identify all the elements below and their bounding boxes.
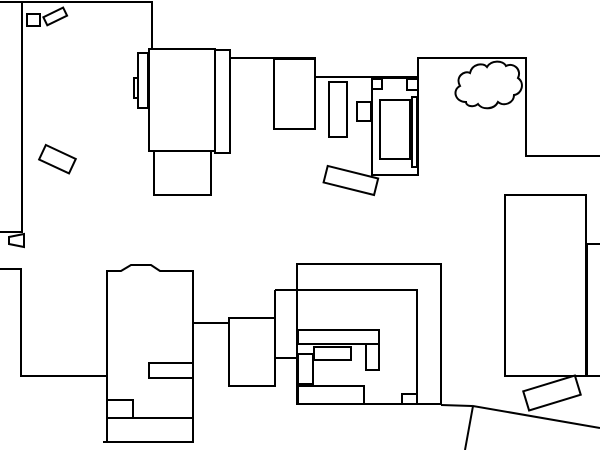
small-slanted-marker	[43, 8, 67, 26]
inner-room-top	[298, 330, 379, 344]
courtyard-inner-room	[380, 100, 410, 159]
northeast-block-outline	[418, 58, 600, 175]
main-hall	[149, 49, 215, 151]
inner-room-left	[298, 354, 313, 384]
storage-room	[274, 59, 315, 129]
north-wall-line	[230, 58, 418, 77]
east-buildings	[441, 195, 600, 450]
parked-vehicle-east	[523, 376, 580, 411]
gate-marker	[9, 234, 24, 247]
northwest-block	[0, 2, 152, 247]
courtyard-stall-left	[357, 102, 371, 121]
church-side-room	[149, 363, 193, 378]
southwest-boundary	[0, 269, 106, 376]
inner-courtyard-wall	[297, 290, 417, 404]
tree-canopy	[455, 62, 521, 109]
courtyard-corner-ne	[407, 79, 418, 90]
southeast-road-edge	[465, 406, 600, 450]
south-porch	[154, 151, 211, 195]
central-south-building	[229, 264, 441, 404]
church-outline	[107, 265, 193, 442]
small-square-marker	[27, 14, 40, 26]
inner-room-right	[366, 344, 379, 370]
east-edge-building	[587, 244, 600, 376]
courtyard-corner-nw	[372, 79, 382, 89]
link-corridor	[275, 290, 297, 358]
inner-room-bottom	[298, 386, 364, 404]
west-hall	[229, 318, 275, 386]
parked-vehicle-central	[324, 166, 379, 195]
northeast-block	[418, 58, 600, 175]
northwest-block-outline	[22, 2, 152, 48]
main-hall-annex	[215, 50, 230, 153]
church-corner-room	[107, 400, 133, 418]
narrow-room	[329, 82, 347, 137]
southwest-block	[0, 265, 229, 442]
southeast-boundary	[441, 405, 472, 406]
building-wing-small-2	[138, 53, 148, 108]
central-north-building	[134, 49, 418, 195]
courtyard-strip-east	[412, 97, 417, 167]
west-wall-upper	[0, 2, 22, 232]
parked-vehicle-west	[39, 145, 76, 173]
inner-corner-box	[402, 394, 417, 404]
east-warehouse	[505, 195, 586, 376]
inner-room-mid	[314, 347, 351, 360]
